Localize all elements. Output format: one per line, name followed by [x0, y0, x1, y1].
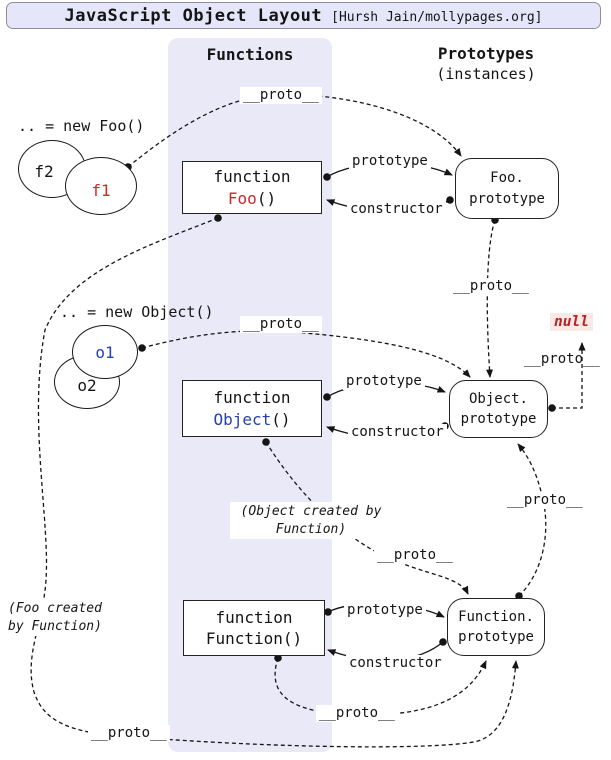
foo-name: Foo [227, 188, 257, 208]
proto-label-funcproto-objproto: __proto__ [504, 492, 586, 509]
proto-label-object-instance: __proto__ [240, 316, 322, 333]
object-keyword: function [213, 388, 291, 408]
foo-prototype-line1: Foo. [490, 170, 524, 187]
foo-prototype-box: Foo. prototype [455, 158, 559, 219]
annotation-object-created: (Object created by Function) [230, 502, 392, 540]
edge-foo-prototype-to-object-prototype [486, 219, 496, 378]
instance-circle-f1: f1 [65, 157, 137, 215]
edge-o1-to-object-prototype [141, 330, 471, 378]
constructor-label-foo: constructor [347, 201, 446, 218]
function-prototype-line1: Function. [458, 608, 534, 625]
function-prototype-box: Function. prototype [447, 598, 545, 656]
proto-label-null: __proto__ [524, 351, 600, 367]
prototype-label-foo: prototype [349, 153, 431, 170]
function-object-box: function Object() [182, 380, 322, 437]
function-name: Function [205, 629, 283, 648]
edge-function-prototype-to-object-prototype [517, 443, 547, 597]
proto-label-function-bottom: __proto__ [316, 705, 398, 722]
f1-label: f1 [91, 180, 111, 200]
annotation-object-created-line2: Function) [275, 521, 347, 537]
foo-prototype-line2: prototype [469, 190, 545, 207]
prototypes-label: Prototypes [437, 44, 535, 63]
edge-function-fn-to-function-prototype [274, 657, 487, 716]
object-name-line: Object() [213, 409, 290, 430]
foo-parens: () [256, 188, 277, 208]
prototype-label-function: prototype [344, 602, 426, 619]
instances-label: (instances) [436, 64, 536, 83]
instance-circle-o1: o1 [72, 325, 138, 379]
object-prototype-line2: prototype [460, 411, 537, 427]
o1-label: o1 [95, 342, 115, 362]
function-keyword: function [215, 607, 293, 627]
constructor-label-function: constructor [346, 655, 445, 672]
object-prototype-line1: Object. [468, 390, 528, 407]
prototype-label-object: prototype [343, 373, 425, 390]
edge-object-fn-to-function-prototype [265, 441, 469, 595]
object-name: Object [213, 409, 272, 429]
proto-label-fooproto-objproto: __proto__ [450, 278, 532, 295]
annotation-foo-created-line2: by Function) [8, 618, 102, 634]
column-header-prototypes: Prototypes (instances) [401, 44, 571, 84]
function-function-box: function Function() [183, 600, 325, 656]
null-value: null [550, 313, 593, 331]
edge-foo-fn-to-function-prototype [30, 217, 519, 748]
annotation-foo-created: (Foo created by Function) [6, 599, 104, 637]
column-header-functions: Functions [206, 45, 294, 64]
constructor-label-object: constructor [348, 424, 447, 441]
object-prototype-box: Object. prototype [449, 380, 548, 438]
proto-label-foo-bottom: __proto__ [88, 725, 170, 742]
new-foo-label: .. = new Foo() [18, 117, 145, 135]
title-bar: JavaScript Object Layout [Hursh Jain/mol… [6, 2, 601, 29]
annotation-object-created-line1: (Object created by [240, 504, 382, 519]
title-credit: [Hursh Jain/mollypages.org] [331, 10, 543, 25]
proto-label-foo-instance: __proto__ [240, 87, 322, 104]
edge-object-prototype-to-null [552, 342, 586, 409]
new-object-label: .. = new Object() [60, 303, 214, 321]
function-prototype-line2: prototype [458, 629, 534, 645]
annotation-foo-created-line1: (Foo created [8, 601, 102, 616]
page-title: JavaScript Object Layout [64, 6, 323, 26]
o2-label: o2 [77, 375, 97, 395]
foo-keyword: function [213, 167, 291, 187]
f2-label: f2 [34, 161, 54, 181]
function-foo-box: function Foo() [182, 161, 322, 214]
proto-label-object-function: __proto__ [374, 547, 456, 564]
function-parens: () [282, 629, 303, 648]
object-parens: () [271, 409, 291, 429]
foo-name-line: Foo() [228, 188, 276, 209]
function-name-line: Function() [206, 628, 302, 649]
